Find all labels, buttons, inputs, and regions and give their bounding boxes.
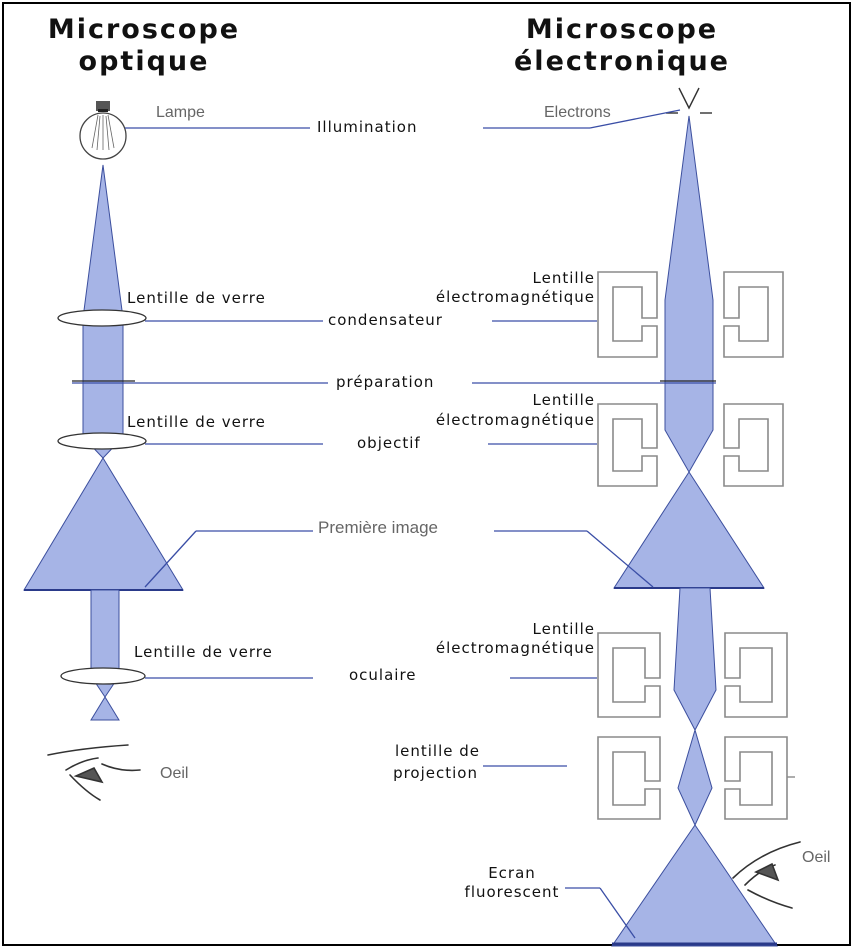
label-lentille-em-3-line2: électromagnétique xyxy=(435,639,595,657)
label-ecran-line1: Ecran xyxy=(488,864,536,882)
label-lentille-em-1-line1: Lentille xyxy=(532,269,595,287)
title-electron-line2: électronique xyxy=(514,46,730,77)
label-oeil-left: Oeil xyxy=(160,765,189,782)
electron-beam-3 xyxy=(673,587,717,732)
em-coil-ocular-left xyxy=(597,632,661,718)
label-preparation: préparation xyxy=(336,373,435,391)
label-lentille-verre-1: Lentille de verre xyxy=(127,289,266,307)
em-coil-projection-right xyxy=(724,736,788,820)
glass-lens-objective xyxy=(57,432,147,450)
electron-beam-1 xyxy=(664,115,714,474)
label-lentille-projection-line2: projection xyxy=(393,764,478,782)
em-coil-ocular-right xyxy=(724,632,788,718)
em-coil-projection-left xyxy=(597,736,661,820)
label-electrons: Electrons xyxy=(544,104,611,121)
electron-beam-2 xyxy=(613,471,765,589)
title-optical-line1: Microscope xyxy=(47,14,241,45)
label-lentille-em-2-line2: électromagnétique xyxy=(435,411,595,429)
label-lentille-verre-2: Lentille de verre xyxy=(127,413,266,431)
eye-icon-right xyxy=(732,841,801,909)
optical-beam-3 xyxy=(90,589,120,677)
title-electron-line1: Microscope xyxy=(525,14,719,45)
electron-microscope xyxy=(597,87,801,947)
em-coil-objective-right xyxy=(723,403,784,487)
title-optical-line2: optique xyxy=(78,46,210,77)
label-illumination: Illumination xyxy=(317,118,418,136)
label-oeil-right: Oeil xyxy=(802,849,831,866)
label-objectif: objectif xyxy=(357,434,421,452)
electron-gun-icon xyxy=(666,87,712,114)
label-lentille-em-1-line2: électromagnétique xyxy=(435,288,595,306)
label-lampe: Lampe xyxy=(156,104,205,121)
lamp-icon xyxy=(79,101,127,160)
label-premiere-image: Première image xyxy=(318,518,438,537)
label-oculaire: oculaire xyxy=(349,666,417,684)
glass-lens-ocular xyxy=(60,667,146,685)
glass-lens-condenser xyxy=(57,309,147,327)
label-ecran-line2: fluorescent xyxy=(464,883,560,901)
optical-microscope xyxy=(23,101,184,801)
electron-beam-5 xyxy=(611,824,778,947)
label-lentille-em-2-line1: Lentille xyxy=(532,391,595,409)
label-lentille-projection-line1: lentille de xyxy=(394,742,480,760)
em-coil-objective-left xyxy=(597,403,658,487)
leader-lines xyxy=(72,109,716,939)
optical-beam-2 xyxy=(23,457,184,591)
electron-beam-4 xyxy=(677,728,713,827)
label-condensateur: condensateur xyxy=(328,311,443,329)
label-lentille-em-3-line1: Lentille xyxy=(532,620,595,638)
label-lentille-verre-3: Lentille de verre xyxy=(134,643,273,661)
eye-icon-left xyxy=(47,744,141,801)
em-coil-condenser-left xyxy=(597,271,658,358)
em-coil-condenser-right xyxy=(723,271,784,358)
